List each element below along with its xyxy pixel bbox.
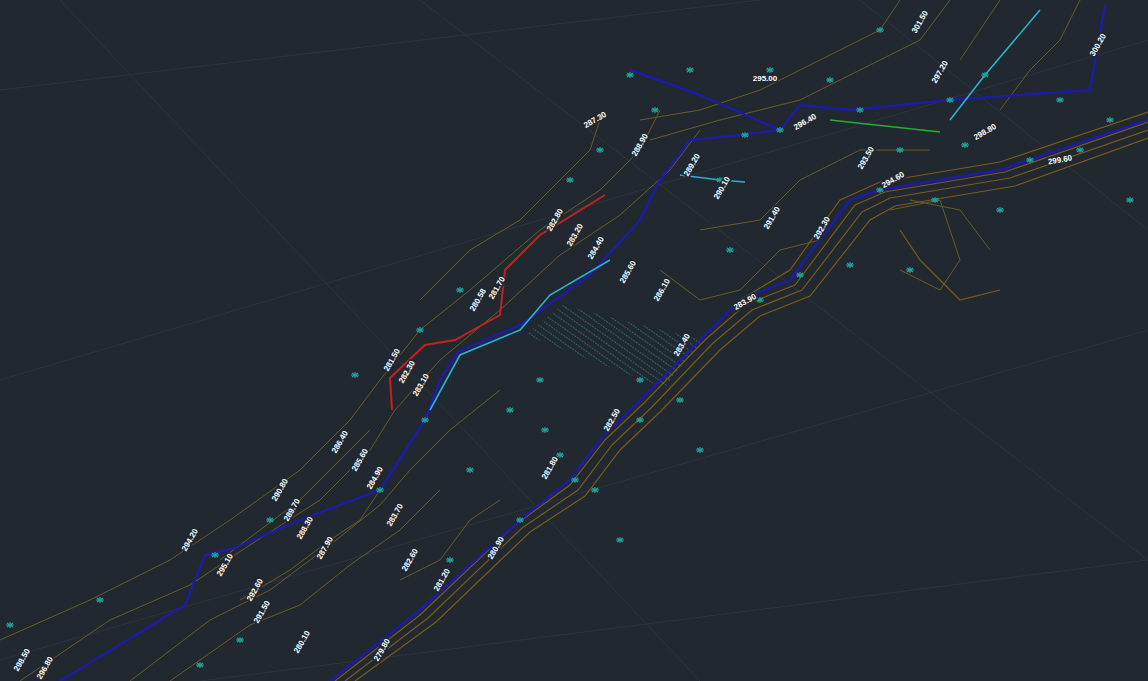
elevation-label: 286.40 — [329, 428, 350, 455]
elevation-label: 286.10 — [651, 276, 672, 303]
elevation-label: 292.60 — [244, 576, 265, 603]
elevation-label: 280.10 — [291, 628, 312, 655]
elevation-label: 291.40 — [761, 204, 782, 231]
elevation-label: 291.50 — [251, 598, 272, 625]
elevation-label: 295.00 — [752, 74, 778, 83]
elevation-label: 287.90 — [314, 534, 335, 561]
elevation-label: 298.80 — [971, 121, 998, 142]
elevation-label: 296.40 — [791, 111, 818, 132]
elevation-label: 280.58 — [467, 286, 488, 313]
elevation-label: 285.60 — [349, 446, 370, 473]
elevation-label: 283.70 — [384, 501, 405, 528]
blue-polylines — [60, 5, 1148, 681]
elevation-label: 287.30 — [581, 109, 608, 130]
elevation-label: 283.10 — [410, 371, 431, 398]
elevation-label: 288.90 — [629, 131, 650, 158]
elevation-label: 281.80 — [539, 454, 560, 481]
elevation-label: 282.80 — [544, 206, 565, 233]
elevation-label: 290.10 — [711, 174, 732, 201]
elevation-label: 282.60 — [399, 546, 420, 573]
green-polyline — [830, 120, 940, 132]
elevation-label: 285.60 — [617, 258, 638, 285]
red-polyline — [390, 195, 605, 410]
elevation-label: 284.40 — [585, 234, 606, 261]
elevation-label: 297.20 — [929, 58, 950, 85]
elevation-label: 293.50 — [855, 144, 876, 171]
elevation-label: 298.50 — [11, 646, 32, 673]
elevation-label: 281.70 — [486, 274, 507, 301]
hatched-area — [525, 305, 702, 388]
elevation-label: 282.30 — [396, 358, 417, 385]
elevation-label: 294.20 — [179, 526, 200, 553]
cyan-polylines — [430, 10, 1040, 410]
elevation-label: 296.80 — [34, 654, 55, 681]
elevation-label: 288.30 — [294, 514, 315, 541]
tree-symbols — [6, 27, 1134, 668]
road-embankment — [335, 112, 1148, 681]
elevation-label: 299.60 — [1046, 153, 1074, 166]
elevation-label: 301.50 — [909, 8, 930, 35]
